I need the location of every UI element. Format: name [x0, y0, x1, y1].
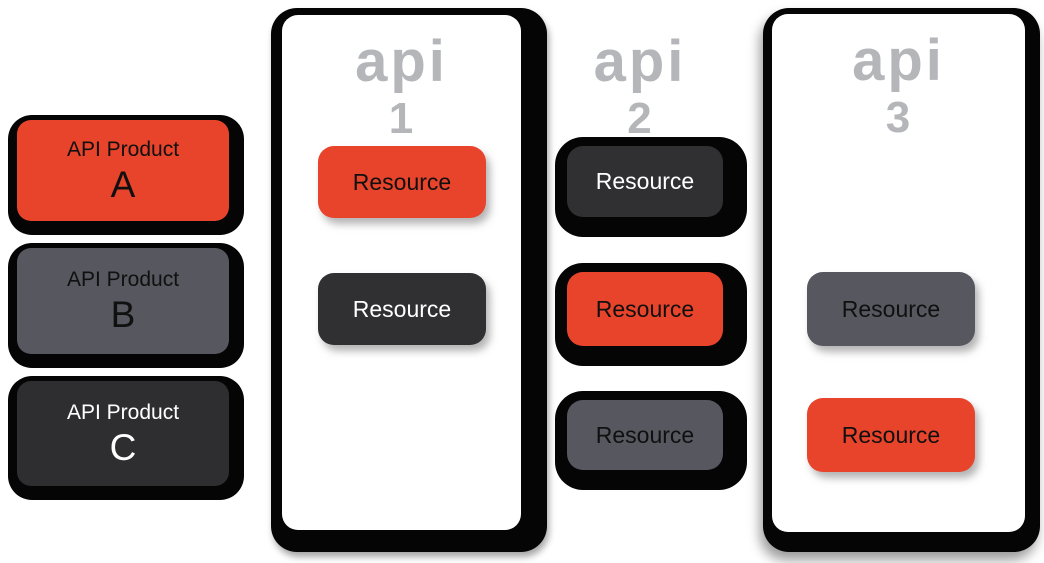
api-1-panel: api 1 Resource Resource — [282, 15, 521, 530]
api-1-resource-2: Resource — [318, 273, 486, 345]
api-3-header: api 3 — [772, 32, 1025, 140]
api-product-c-title: API Product — [66, 400, 180, 424]
api-product-b-title: API Product — [66, 268, 180, 291]
api-2-resource-1: Resource — [555, 137, 747, 237]
api-product-c-box: API Product C — [17, 381, 229, 486]
api-3-resource-2: Resource — [807, 398, 975, 472]
api-1-container: api 1 Resource Resource — [271, 8, 547, 552]
api-product-c-letter: C — [109, 426, 137, 468]
api-product-card-b: API Product B — [8, 243, 244, 368]
api-2-resource-3-box: Resource — [567, 400, 723, 470]
api-2-resource-2-box: Resource — [567, 272, 723, 346]
resource-label: Resource — [595, 168, 695, 194]
api-product-b-letter: B — [110, 294, 136, 335]
resource-label: Resource — [595, 421, 695, 448]
api-3-container: api 3 Resource Resource — [763, 8, 1040, 552]
api-product-a-box: API Product A — [17, 120, 229, 221]
api-3-resource-1: Resource — [807, 272, 975, 346]
api-product-a-title: API Product — [66, 137, 180, 161]
resource-label: Resource — [352, 168, 452, 195]
resource-label: Resource — [352, 295, 452, 322]
api-1-number: 1 — [388, 94, 415, 143]
api-3-number: 3 — [885, 93, 912, 142]
api-product-card-a: API Product A — [8, 115, 244, 235]
api-2-label: api — [593, 29, 687, 94]
resource-label: Resource — [841, 421, 941, 448]
api-2-resource-3: Resource — [555, 391, 747, 490]
api-2-number: 2 — [627, 94, 653, 143]
api-3-panel: api 3 Resource Resource — [772, 14, 1025, 532]
api-product-card-c: API Product C — [8, 376, 244, 500]
api-product-a-letter: A — [110, 163, 136, 205]
resource-label: Resource — [595, 295, 695, 322]
api-2-resource-2: Resource — [555, 263, 747, 366]
api-2-resource-1-box: Resource — [567, 146, 723, 217]
api-3-label: api — [852, 28, 945, 93]
api-product-b-box: API Product B — [17, 248, 229, 354]
api-1-header: api 1 — [282, 33, 521, 141]
api-1-label: api — [355, 29, 448, 94]
api-1-resource-1: Resource — [318, 146, 486, 218]
resource-label: Resource — [841, 295, 941, 322]
api-2-header: api 2 — [575, 33, 705, 141]
